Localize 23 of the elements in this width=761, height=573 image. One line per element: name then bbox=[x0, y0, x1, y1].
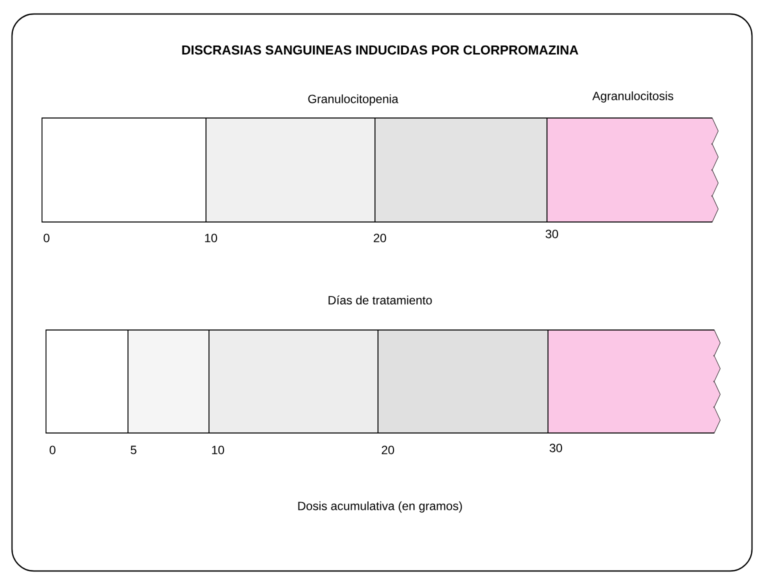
tick-label: 20 bbox=[382, 446, 394, 454]
tick-label: 5 bbox=[130, 446, 136, 454]
axis-label: Días de tratamiento bbox=[328, 296, 432, 304]
tick-label: 0 bbox=[44, 234, 50, 242]
segment-label: Granulocitopenia bbox=[308, 94, 398, 106]
bar-segment bbox=[42, 118, 206, 222]
bar-segment bbox=[208, 330, 378, 434]
bar-segment bbox=[128, 330, 210, 434]
tick-label: 30 bbox=[550, 444, 562, 452]
segment-label: Agranulocitosis bbox=[592, 91, 674, 103]
bar-segment bbox=[548, 330, 720, 434]
tick-label: 10 bbox=[212, 446, 224, 454]
bar-segment bbox=[206, 118, 376, 222]
bar-segment bbox=[374, 118, 548, 222]
tick-label: 20 bbox=[374, 234, 386, 242]
bar-segment bbox=[46, 330, 128, 434]
bar-segment bbox=[546, 118, 718, 222]
tick-label: 30 bbox=[546, 230, 558, 238]
title: DISCRASIAS SANGUINEAS INDUCIDAS POR CLORPROMAZINA bbox=[182, 45, 578, 55]
bar-segment bbox=[378, 330, 548, 434]
tick-label: 10 bbox=[205, 234, 218, 242]
tick-label: 0 bbox=[50, 446, 56, 454]
axis-label: Dosis acumulativa (en gramos) bbox=[298, 501, 462, 513]
